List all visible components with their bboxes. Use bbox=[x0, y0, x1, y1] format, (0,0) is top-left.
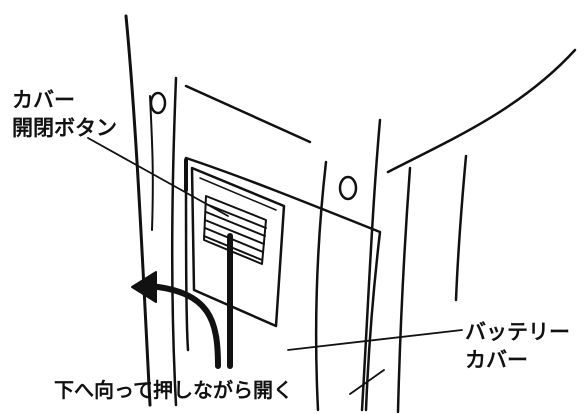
screw-hole-left bbox=[149, 91, 167, 115]
cover-button-leader bbox=[87, 137, 229, 217]
device-right-line-1 bbox=[360, 118, 382, 412]
device-groove-line bbox=[314, 160, 328, 412]
battery-cover-label: バッテリー カバー bbox=[465, 318, 570, 374]
open-instruction-label: 下へ向って押しながら開く bbox=[54, 378, 293, 402]
device-far-right-line bbox=[454, 154, 468, 302]
device-right-curve bbox=[386, 48, 577, 174]
device-top-edge bbox=[184, 84, 312, 144]
battery-cover-label-line2: カバー bbox=[465, 348, 528, 372]
device-right-line-2 bbox=[396, 166, 412, 414]
screw-holes bbox=[149, 91, 358, 201]
cover-button-graphic bbox=[190, 166, 286, 328]
battery-cover-outline bbox=[184, 156, 382, 412]
cover-button-label-line1: カバー bbox=[12, 88, 75, 112]
device-body bbox=[124, 14, 577, 414]
curved-arrow-icon bbox=[131, 233, 233, 369]
battery-cover-panel bbox=[184, 156, 382, 412]
leader-lines bbox=[87, 137, 463, 395]
arrow-curve bbox=[147, 283, 221, 369]
button-grip-ridges bbox=[203, 203, 267, 261]
device-inner-left-line bbox=[170, 76, 178, 407]
instruction-leader bbox=[349, 369, 385, 395]
cover-button-label-line2: 開閉ボタン bbox=[12, 116, 117, 140]
battery-cover-leader bbox=[287, 329, 463, 351]
cover-button-label: カバー 開閉ボタン bbox=[12, 86, 117, 142]
button-grip bbox=[203, 195, 267, 265]
battery-cover-label-line1: バッテリー bbox=[465, 320, 570, 344]
device-left-inner-edge bbox=[149, 95, 154, 231]
button-housing bbox=[190, 166, 286, 328]
screw-hole-right bbox=[338, 175, 358, 201]
arrow-head bbox=[131, 271, 157, 303]
button-housing-inner bbox=[199, 177, 277, 211]
device-left-edge bbox=[124, 14, 152, 407]
